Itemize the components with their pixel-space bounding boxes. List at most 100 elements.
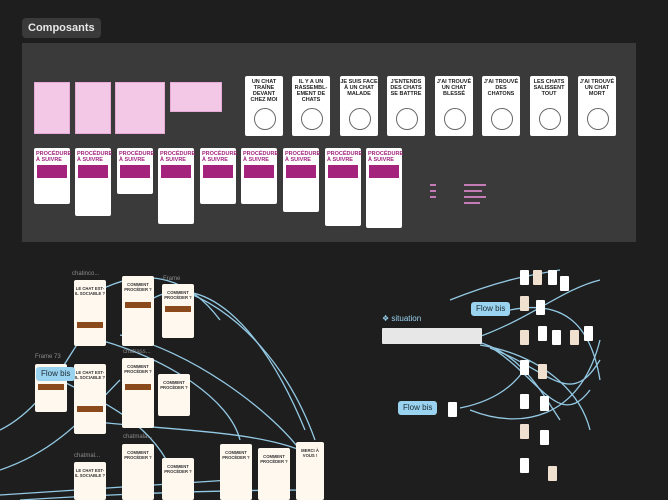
cat-icon <box>301 108 323 130</box>
connector <box>0 379 121 471</box>
procedure-card[interactable]: PROCÉDURE À SUIVRE <box>117 148 154 194</box>
mini-frame[interactable] <box>560 276 569 291</box>
variant-tile-4[interactable] <box>170 82 222 112</box>
connector <box>489 347 601 385</box>
screen-frame[interactable]: COMMENT PROCÉDER ? <box>122 444 154 500</box>
screen-bar <box>77 406 103 412</box>
procedure-card-title: PROCÉDURE À SUIVRE <box>368 151 404 163</box>
flow-bis-tag[interactable]: Flow bis <box>36 367 76 381</box>
screen-frame[interactable]: COMMENT PROCÉDER ? <box>122 358 154 428</box>
situation-strip[interactable] <box>382 328 482 344</box>
procedure-card[interactable]: PROCÉDURE À SUIVRE <box>366 148 404 228</box>
procedure-band <box>286 165 316 178</box>
mini-frame[interactable] <box>538 326 547 341</box>
procedure-card-title: PROCÉDURE À SUIVRE <box>36 151 72 163</box>
procedure-card[interactable]: PROCÉDURE À SUIVRE <box>241 148 279 204</box>
screen-title: COMMENT PROCÉDER ? <box>260 454 288 464</box>
screen-frame[interactable]: COMMENT PROCÉDER ? <box>162 458 194 500</box>
screen-frame[interactable]: LE CHAT EST-IL SOCIABLE ? <box>74 280 106 346</box>
mini-frame[interactable] <box>540 430 549 445</box>
procedure-band <box>78 165 108 178</box>
screen-frame[interactable]: COMMENT PROCÉDER ? <box>122 276 154 346</box>
screen-title: COMMENT PROCÉDER ? <box>124 282 152 292</box>
variant-tile-1[interactable] <box>34 82 70 134</box>
mini-frame[interactable] <box>520 394 529 409</box>
mini-frame[interactable] <box>552 330 561 345</box>
component-marker <box>430 184 436 186</box>
mini-frame[interactable] <box>520 270 529 285</box>
mini-frame[interactable] <box>548 466 557 481</box>
situation-card[interactable]: J'AI TROUVÉ UN CHAT MORT <box>578 76 616 136</box>
list-marker <box>464 184 486 186</box>
situation-card[interactable]: LES CHATS SALISSENT TOUT <box>530 76 568 136</box>
component-marker <box>430 190 436 192</box>
procedure-card[interactable]: PROCÉDURE À SUIVRE <box>158 148 196 224</box>
situation-card[interactable]: J'AI TROUVÉ UN CHAT BLESSÉ <box>435 76 473 136</box>
screen-title: LE CHAT EST-IL SOCIABLE ? <box>74 286 106 296</box>
component-marker <box>430 196 436 198</box>
screen-frame[interactable]: COMMENT PROCÉDER ? <box>220 444 252 500</box>
screen-frame[interactable]: COMMENT PROCÉDER ? <box>158 374 190 416</box>
mini-frame[interactable] <box>533 270 542 285</box>
mini-frame[interactable] <box>584 326 593 341</box>
screen-title: MERCI À VOUS ! <box>301 448 319 458</box>
screen-frame[interactable]: LE CHAT EST-IL SOCIABLE ? <box>74 364 106 434</box>
situation-card-label: J'AI TROUVÉ DES CHATONS <box>483 79 519 97</box>
situation-card[interactable]: JE SUIS FACE À UN CHAT MALADE <box>340 76 378 136</box>
screen-bar <box>38 384 64 390</box>
procedure-card-title: PROCÉDURE À SUIVRE <box>160 151 196 163</box>
situation-card-label: JE SUIS FACE À UN CHAT MALADE <box>340 79 378 97</box>
cat-icon <box>587 108 609 130</box>
variant-tile-2[interactable] <box>75 82 111 134</box>
screen-frame[interactable]: COMMENT PROCÉDER ? <box>258 448 290 500</box>
mini-frame[interactable] <box>548 270 557 285</box>
cat-icon <box>491 108 513 130</box>
procedure-card[interactable]: PROCÉDURE À SUIVRE <box>34 148 72 204</box>
connector <box>99 339 241 441</box>
cat-icon <box>396 108 418 130</box>
screen-frame[interactable]: MERCI À VOUS ! <box>296 442 324 500</box>
procedure-band <box>328 165 358 178</box>
screen-bar <box>125 384 151 390</box>
flow-bis-tag[interactable]: Flow bis <box>471 302 511 316</box>
procedure-card[interactable]: PROCÉDURE À SUIVRE <box>200 148 238 204</box>
list-marker <box>464 190 482 192</box>
cat-icon <box>254 108 276 130</box>
flow-bis-tag[interactable]: Flow bis <box>398 401 438 415</box>
frame-label: chatmala... <box>123 434 153 440</box>
mini-frame[interactable] <box>520 458 529 473</box>
mini-frame[interactable] <box>570 330 579 345</box>
situation-card[interactable]: IL Y A UN RASSEMBL-EMENT DE CHATS <box>292 76 330 136</box>
mini-frame[interactable] <box>540 396 549 411</box>
situation-card-label: UN CHAT TRAÎNE DEVANT CHEZ MOI <box>250 79 278 103</box>
procedure-card-title: PROCÉDURE À SUIVRE <box>202 151 238 163</box>
situation-card[interactable]: UN CHAT TRAÎNE DEVANT CHEZ MOI <box>245 76 283 136</box>
mini-frame[interactable] <box>536 300 545 315</box>
cat-icon <box>349 108 371 130</box>
procedure-card[interactable]: PROCÉDURE À SUIVRE <box>75 148 112 216</box>
procedure-card[interactable]: PROCÉDURE À SUIVRE <box>325 148 362 226</box>
procedure-card-title: PROCÉDURE À SUIVRE <box>243 151 279 163</box>
procedure-card[interactable]: PROCÉDURE À SUIVRE <box>283 148 320 212</box>
screen-frame[interactable]: COMMENT PROCÉDER ? <box>162 284 194 338</box>
mini-frame[interactable] <box>538 364 547 379</box>
procedure-band <box>37 165 67 178</box>
connector <box>479 344 591 431</box>
situation-label[interactable]: ❖ situation <box>382 314 421 323</box>
situation-card[interactable]: J'ENTENDS DES CHATS SE BATTRE <box>387 76 425 136</box>
mini-frame[interactable] <box>520 296 529 311</box>
mini-frame[interactable] <box>520 360 529 375</box>
variant-tile-3[interactable] <box>115 82 165 134</box>
procedure-band <box>369 165 399 178</box>
screen-bar <box>165 306 191 312</box>
screen-title: LE CHAT EST-IL SOCIABLE ? <box>74 370 106 380</box>
section-label[interactable]: Composants <box>22 18 101 38</box>
mini-frame[interactable] <box>520 424 529 439</box>
situation-label-text: situation <box>391 314 422 323</box>
mini-frame[interactable] <box>520 330 529 345</box>
situation-card-label: J'ENTENDS DES CHATS SE BATTRE <box>390 79 422 97</box>
mini-frame[interactable] <box>448 402 457 417</box>
procedure-band <box>244 165 274 178</box>
situation-card[interactable]: J'AI TROUVÉ DES CHATONS <box>482 76 520 136</box>
screen-frame[interactable]: LE CHAT EST-IL SOCIABLE ? <box>74 462 106 500</box>
